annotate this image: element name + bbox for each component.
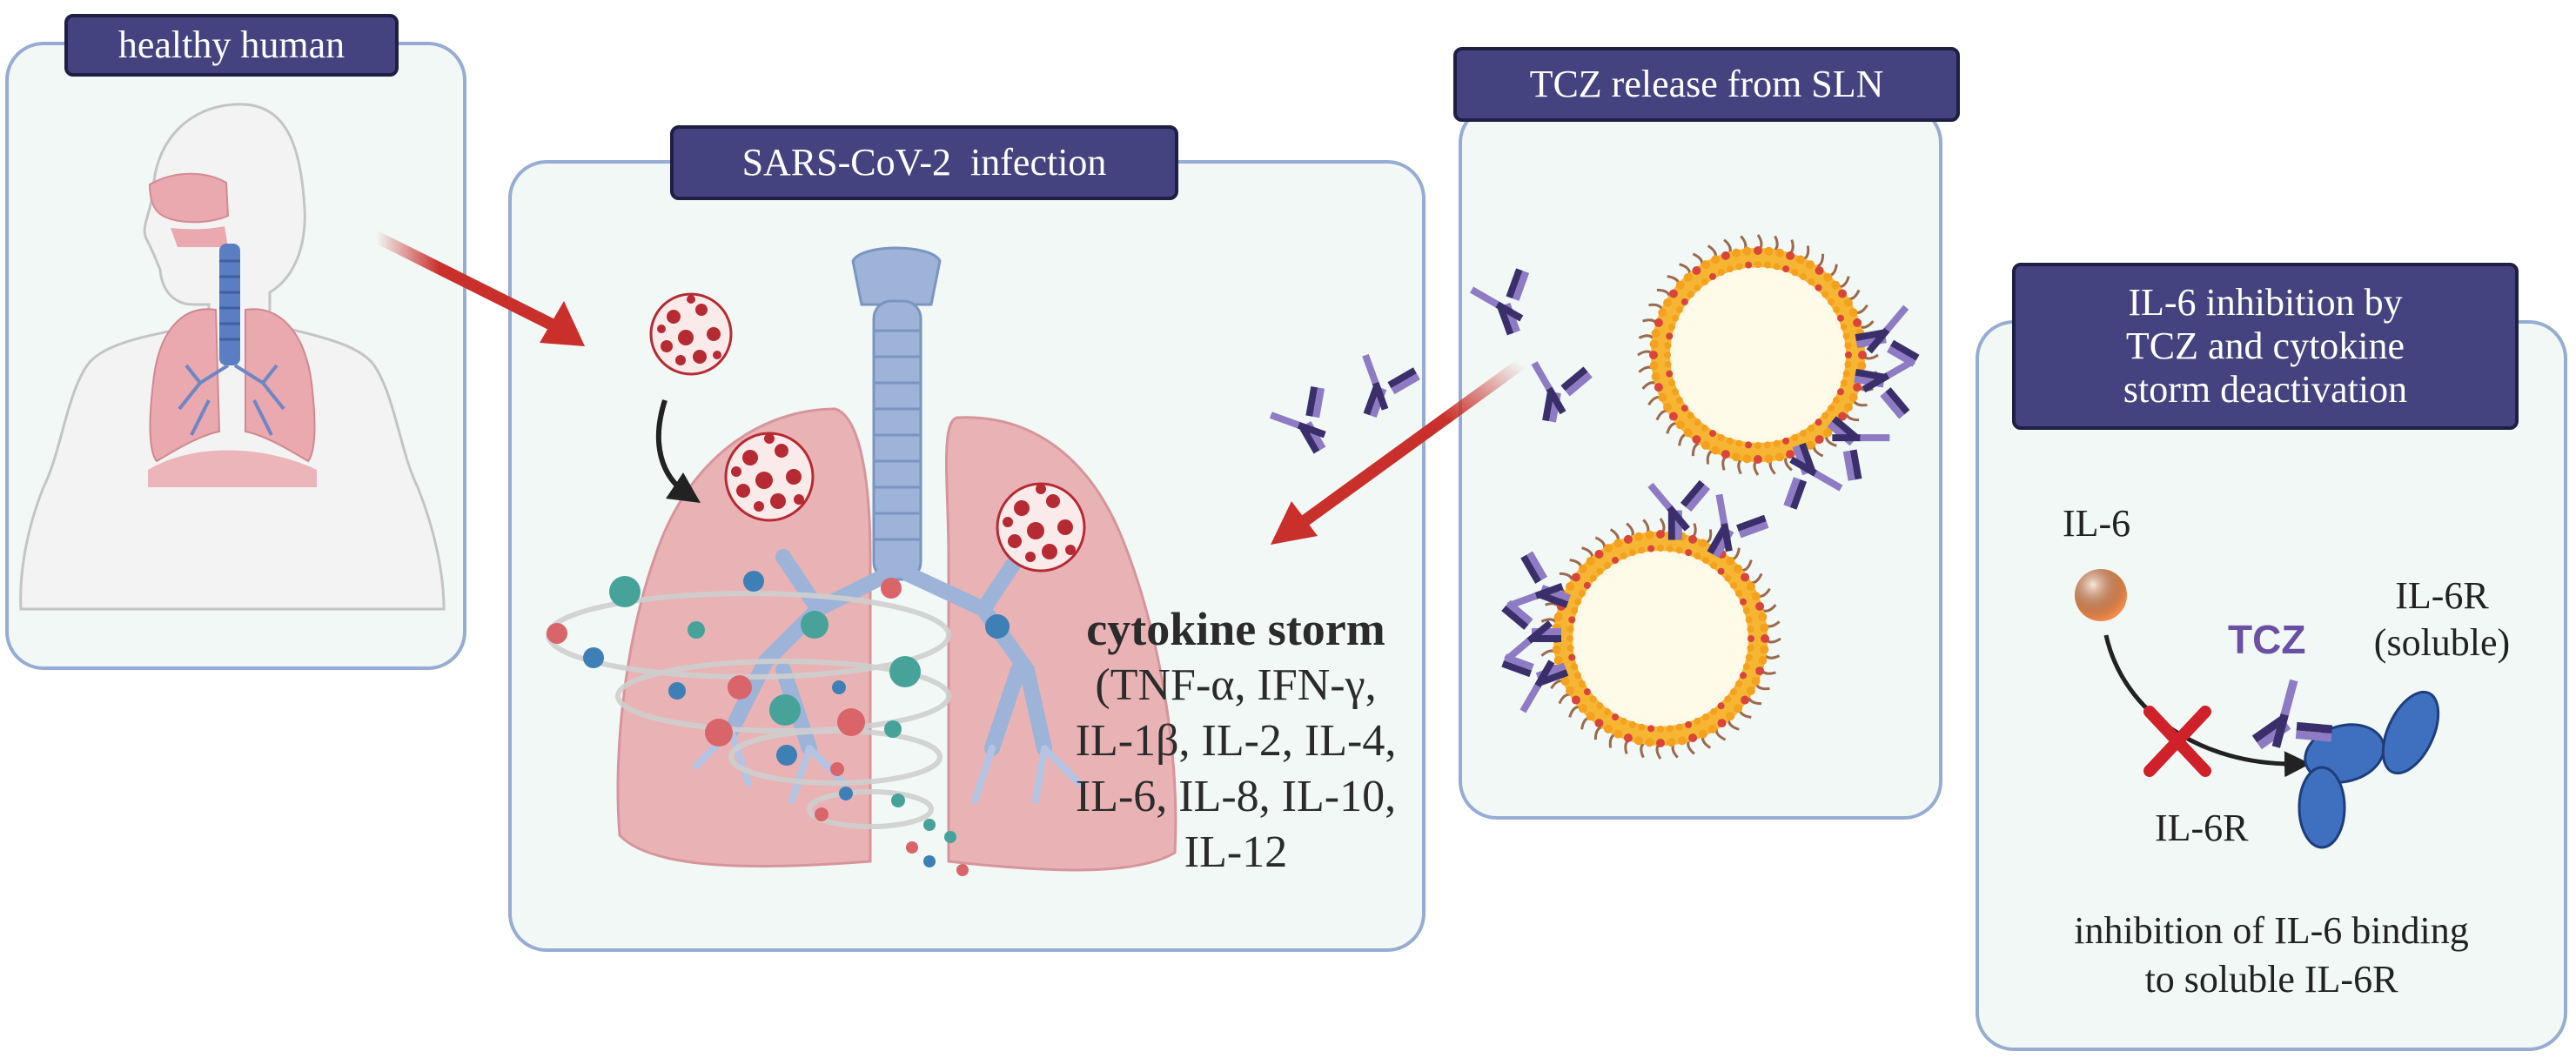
antibody-icon bbox=[1269, 268, 1593, 454]
arrow-infection-icon bbox=[370, 231, 585, 346]
label-il6r-soluble-name: IL-6R bbox=[2395, 574, 2489, 617]
cytokine-line-1: (TNF-α, IFN-γ, bbox=[1095, 660, 1377, 710]
antibody-icon bbox=[1501, 599, 1561, 663]
cytokine-storm-text: cytokine storm (TNF-α, IFN-γ, IL-1β, IL-… bbox=[1036, 600, 1436, 881]
header-tcz-release-label: TCZ release from SLN bbox=[1529, 63, 1884, 105]
antibody-icon bbox=[1647, 479, 1711, 540]
tcz-antibody-bound-icon bbox=[2251, 679, 2333, 750]
human-silhouette-icon bbox=[19, 103, 446, 611]
receptor-icon bbox=[2298, 690, 2440, 849]
label-soluble: (soluble) bbox=[2373, 621, 2511, 664]
antibody-icon bbox=[1827, 416, 1890, 481]
antibody-icon bbox=[1501, 653, 1569, 713]
label-tcz: TCZ bbox=[2228, 617, 2306, 662]
header-il6-line-3: storm deactivation bbox=[2123, 368, 2408, 411]
cytokine-storm-title: cytokine storm bbox=[1086, 603, 1385, 655]
nanoparticle-icon bbox=[1501, 479, 1781, 760]
header-healthy-human-label: healthy human bbox=[117, 23, 345, 66]
label-il6r-soluble: IL-6R (soluble) bbox=[2355, 573, 2529, 666]
antibody-icon bbox=[1707, 493, 1769, 559]
antibody-icon bbox=[1362, 353, 1420, 419]
inhibition-cross-icon bbox=[2143, 706, 2211, 777]
header-infection-label: SARS-CoV-2 infection bbox=[741, 141, 1107, 184]
header-il6-line-2: TCZ and cytokine bbox=[2125, 325, 2405, 367]
panel-tcz-release bbox=[1459, 104, 1942, 820]
virus-icon bbox=[649, 292, 1086, 573]
label-il6r: IL-6R bbox=[2155, 807, 2249, 849]
header-healthy-human: healthy human bbox=[64, 14, 399, 77]
antibody-icon bbox=[1269, 385, 1326, 454]
nanoparticle-icon bbox=[1637, 234, 1920, 510]
cytokine-particles bbox=[547, 571, 1010, 876]
inhibition-caption-line-2: to soluble IL-6R bbox=[2144, 958, 2398, 1001]
header-tcz-release: TCZ release from SLN bbox=[1453, 47, 1960, 122]
virus-entry-arrow-icon bbox=[655, 399, 701, 503]
header-infection: SARS-CoV-2 infection bbox=[670, 125, 1178, 200]
cytokine-line-2: IL-1β, IL-2, IL-4, bbox=[1075, 716, 1397, 766]
inhibition-caption: inhibition of IL-6 binding to soluble IL… bbox=[1993, 907, 2550, 1004]
antibody-icon bbox=[1855, 305, 1920, 367]
header-il6-inhibition: IL-6 inhibition by TCZ and cytokine stor… bbox=[2012, 263, 2519, 430]
antibody-icon bbox=[1783, 442, 1843, 510]
antibody-icon bbox=[1531, 361, 1593, 423]
cytokine-line-4: IL-12 bbox=[1184, 827, 1288, 877]
header-il6-line-1: IL-6 inhibition by bbox=[2128, 281, 2403, 324]
antibody-icon bbox=[1506, 551, 1571, 610]
inhibition-caption-line-1: inhibition of IL-6 binding bbox=[2074, 909, 2469, 952]
antibody-icon bbox=[2251, 679, 2333, 750]
arrow-delivery-icon bbox=[1271, 358, 1527, 545]
antibody-icon bbox=[1470, 268, 1530, 336]
panel-il6-inhibition bbox=[1976, 320, 2567, 1051]
label-il6: IL-6 bbox=[2063, 502, 2131, 545]
cytokine-line-3: IL-6, IL-8, IL-10, bbox=[1075, 772, 1397, 821]
